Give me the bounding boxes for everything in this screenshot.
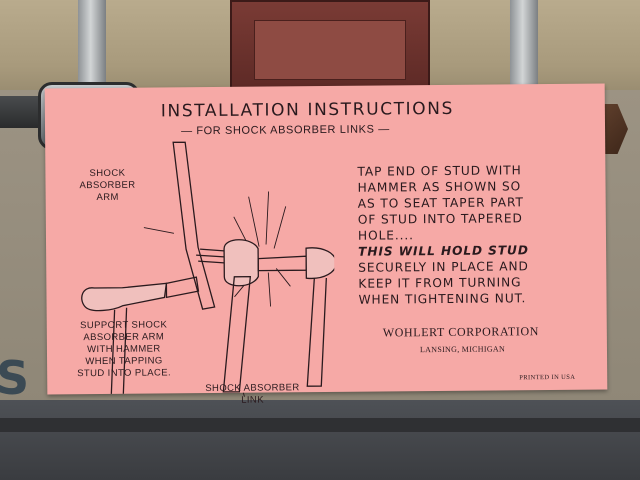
label-shock-absorber-link: SHOCK ABSORBER LINK (205, 382, 300, 406)
shock-absorber-link-drawing (222, 276, 252, 393)
sheet-subtitle: — FOR SHOCK ABSORBER LINKS — (181, 123, 390, 138)
parts-box (230, 0, 430, 90)
parts-box-label (254, 20, 406, 80)
link-rod-right (510, 0, 538, 100)
link-head (223, 239, 259, 287)
sheet-title: INSTALLATION INSTRUCTIONS (160, 98, 455, 122)
printed-in-usa: PRINTED IN USA (519, 373, 576, 382)
company-name: WOHLERT CORPORATION (382, 324, 540, 340)
shock-absorber-arm (172, 141, 216, 310)
hammer-head-right (305, 247, 336, 280)
hammer-handle-right (306, 277, 327, 387)
floor-edge (0, 418, 640, 432)
hammer-head-left (81, 282, 168, 312)
company-location: LANSING, MICHIGAN (419, 344, 506, 355)
stud-left (0, 96, 44, 128)
label-shock-absorber-arm: SHOCK ABSORBER ARM (79, 167, 136, 204)
background-floor (0, 400, 640, 480)
instruction-sheet: INSTALLATION INSTRUCTIONS — FOR SHOCK AB… (44, 83, 608, 406)
label-support: SUPPORT SHOCK ABSORBER ARM WITH HAMMER W… (77, 319, 172, 380)
installation-diagram (81, 141, 336, 399)
hammer-handle-left (110, 307, 128, 394)
instruction-text: TAP END OF STUD WITH HAMMER AS SHOWN SO … (357, 163, 529, 307)
